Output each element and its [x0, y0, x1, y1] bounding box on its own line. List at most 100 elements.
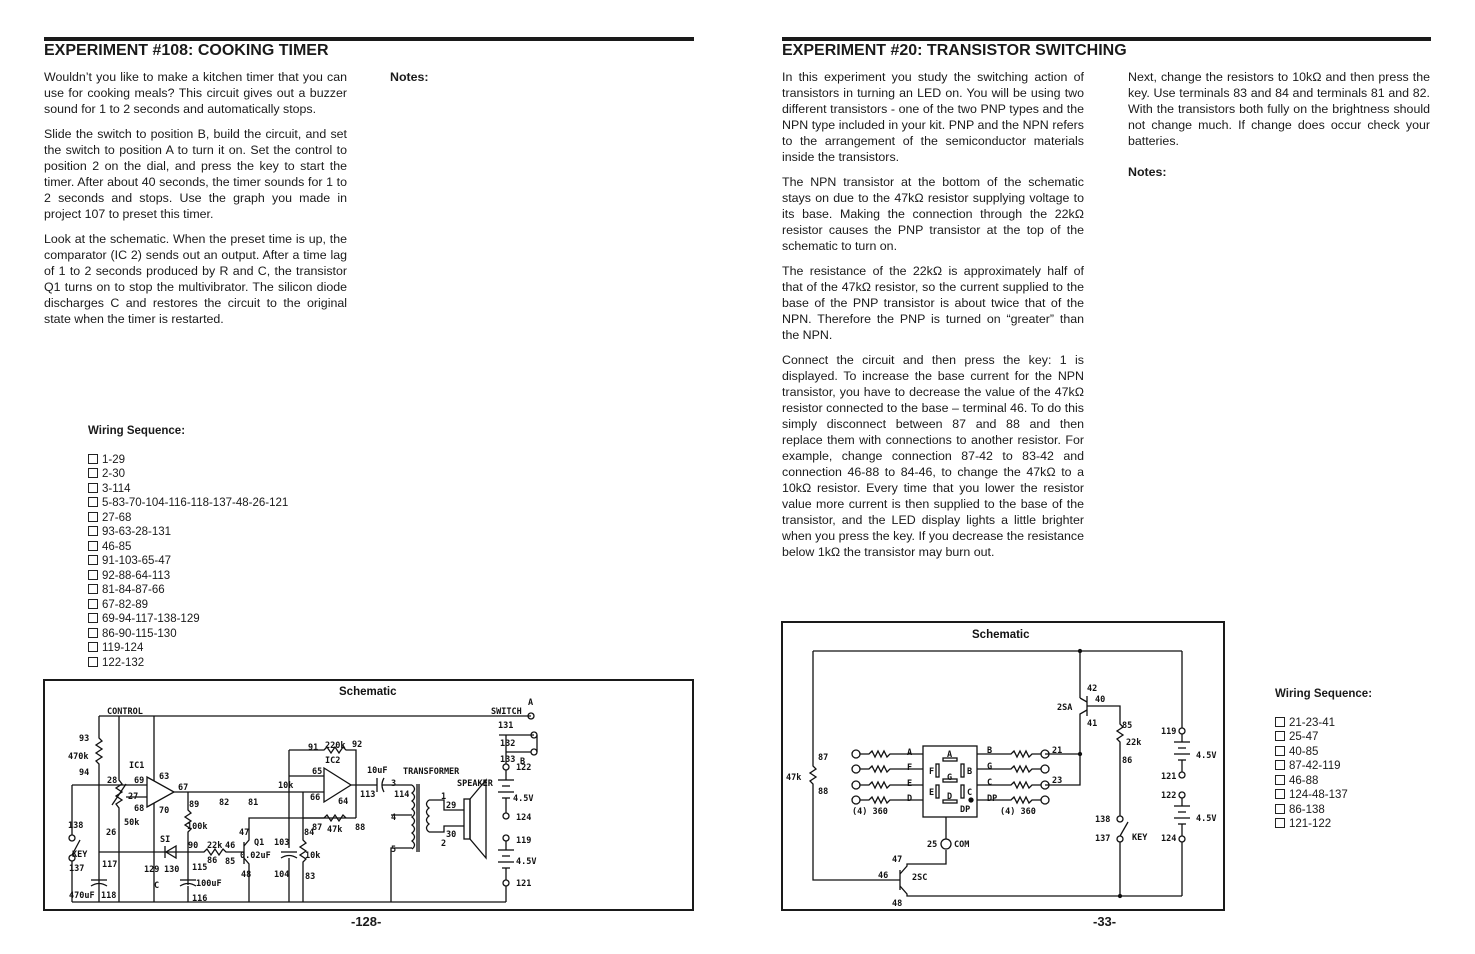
schematic-label: A: [947, 750, 952, 760]
wiring-step: 46-85: [88, 540, 288, 555]
schematic-label: 122: [1161, 791, 1176, 801]
schematic-label: 46: [225, 841, 235, 851]
title-rule: [44, 37, 694, 41]
schematic-label: C: [967, 788, 972, 798]
schematic-label: 114: [394, 790, 409, 800]
schematic-label: 65: [312, 767, 322, 777]
schematic-label: 48: [892, 899, 902, 909]
wiring-step: 25-47: [1275, 730, 1372, 745]
schematic-label: 94: [79, 768, 89, 778]
schematic-label: 22k: [1126, 738, 1141, 748]
schematic-label: 119: [1161, 727, 1176, 737]
schematic-label: F: [907, 763, 912, 773]
paragraph: Slide the switch to position B, build th…: [44, 127, 347, 221]
schematic-label: 64: [338, 797, 348, 807]
schematic-label: 23: [1052, 776, 1062, 786]
schematic-label: 100k: [187, 822, 207, 832]
schematic-label: C: [154, 881, 159, 891]
schematic-label: 70: [159, 806, 169, 816]
schematic-label: 0.02uF: [240, 851, 271, 861]
wiring-step: 86-90-115-130: [88, 627, 288, 642]
schematic-title: Schematic: [339, 686, 397, 698]
schematic-label: 82: [219, 798, 229, 808]
notes-label: Notes:: [1128, 165, 1167, 179]
schematic-label: 92: [352, 740, 362, 750]
body-text-col2: Next, change the resistors to 10kΩ and t…: [1128, 69, 1430, 158]
schematic-label: 121: [516, 879, 531, 889]
paragraph: Wouldn’t you like to make a kitchen time…: [44, 70, 347, 116]
schematic-label: 113: [360, 790, 375, 800]
schematic-label: B: [987, 746, 992, 756]
schematic-label: 10uF: [367, 766, 387, 776]
schematic-label: SPEAKER: [457, 779, 494, 789]
wiring-step: 40-85: [1275, 745, 1372, 760]
wiring-step: 81-84-87-66: [88, 583, 288, 598]
schematic-label: 22k: [207, 841, 222, 851]
wiring-step: 121-122: [1275, 817, 1372, 832]
schematic-label: 4.5V: [516, 857, 536, 867]
schematic-label: IC1: [129, 761, 144, 771]
wiring-step: 119-124: [88, 641, 288, 656]
schematic-label: 47k: [327, 825, 342, 835]
schematic-label: 10k: [305, 851, 320, 861]
schematic-label: 104: [274, 870, 289, 880]
schematic-label: 83: [305, 872, 315, 882]
wiring-step: 2-30: [88, 467, 288, 482]
schematic-label: D: [907, 794, 912, 804]
schematic-label: 68: [134, 804, 144, 814]
schematic-label: B: [967, 767, 972, 777]
schematic-label: 131: [498, 721, 513, 731]
schematic-label: 4: [391, 813, 396, 823]
schematic-label: 84: [304, 828, 314, 838]
cooking-timer-schematic: Schematic: [68, 686, 538, 904]
schematic-label: 87: [312, 823, 322, 833]
body-text: Wouldn’t you like to make a kitchen time…: [44, 69, 347, 336]
body-text-col1: In this experiment you study the switchi…: [782, 69, 1084, 569]
schematic-title: Schematic: [972, 629, 1030, 641]
schematic-label: 91: [308, 743, 318, 753]
schematic-label: A: [528, 698, 533, 708]
schematic-label: E: [907, 779, 912, 789]
schematic-label: 90: [188, 841, 198, 851]
schematic-label: G: [987, 762, 992, 772]
schematic-label: 47: [239, 828, 249, 838]
schematic-label: B: [520, 757, 525, 767]
schematic-label: DP: [960, 805, 970, 815]
schematic-label: 4.5V: [513, 794, 533, 804]
schematic-label: 4.5V: [1196, 751, 1216, 761]
paragraph: The resistance of the 22kΩ is approximat…: [782, 264, 1084, 342]
schematic-label: 88: [355, 823, 365, 833]
schematic-label: 124: [1161, 834, 1176, 844]
schematic-label: COM: [954, 840, 969, 850]
schematic-label: 69: [134, 776, 144, 786]
schematic-label: 119: [516, 836, 531, 846]
schematic-label: SI: [160, 835, 170, 845]
schematic-label: 25: [927, 840, 937, 850]
wiring-title: Wiring Sequence:: [1275, 688, 1373, 700]
schematic-label: 67: [178, 783, 188, 793]
schematic-label: 132: [500, 739, 515, 749]
schematic-label: IC2: [325, 756, 340, 766]
schematic-label: 30: [446, 830, 456, 840]
schematic-label: 470uF: [69, 891, 95, 901]
schematic-label: CONTROL: [107, 707, 143, 717]
schematic-label: 129: [144, 865, 159, 875]
schematic-label: A: [907, 748, 912, 758]
schematic-label: (4) 360: [852, 807, 888, 817]
schematic-label: KEY: [72, 850, 88, 860]
schematic-label: C: [987, 778, 992, 788]
schematic-label: E: [929, 788, 934, 798]
schematic-label: 85: [1122, 721, 1132, 731]
title-rule: [782, 37, 1431, 41]
wiring-step: 3-114: [88, 482, 288, 497]
schematic-label: 124: [516, 813, 531, 823]
schematic-box: Schematic: [43, 679, 694, 911]
schematic-label: 138: [1095, 815, 1110, 825]
schematic-label: 28: [107, 776, 117, 786]
schematic-label: 115: [192, 863, 207, 873]
schematic-label: 86: [1122, 756, 1132, 766]
